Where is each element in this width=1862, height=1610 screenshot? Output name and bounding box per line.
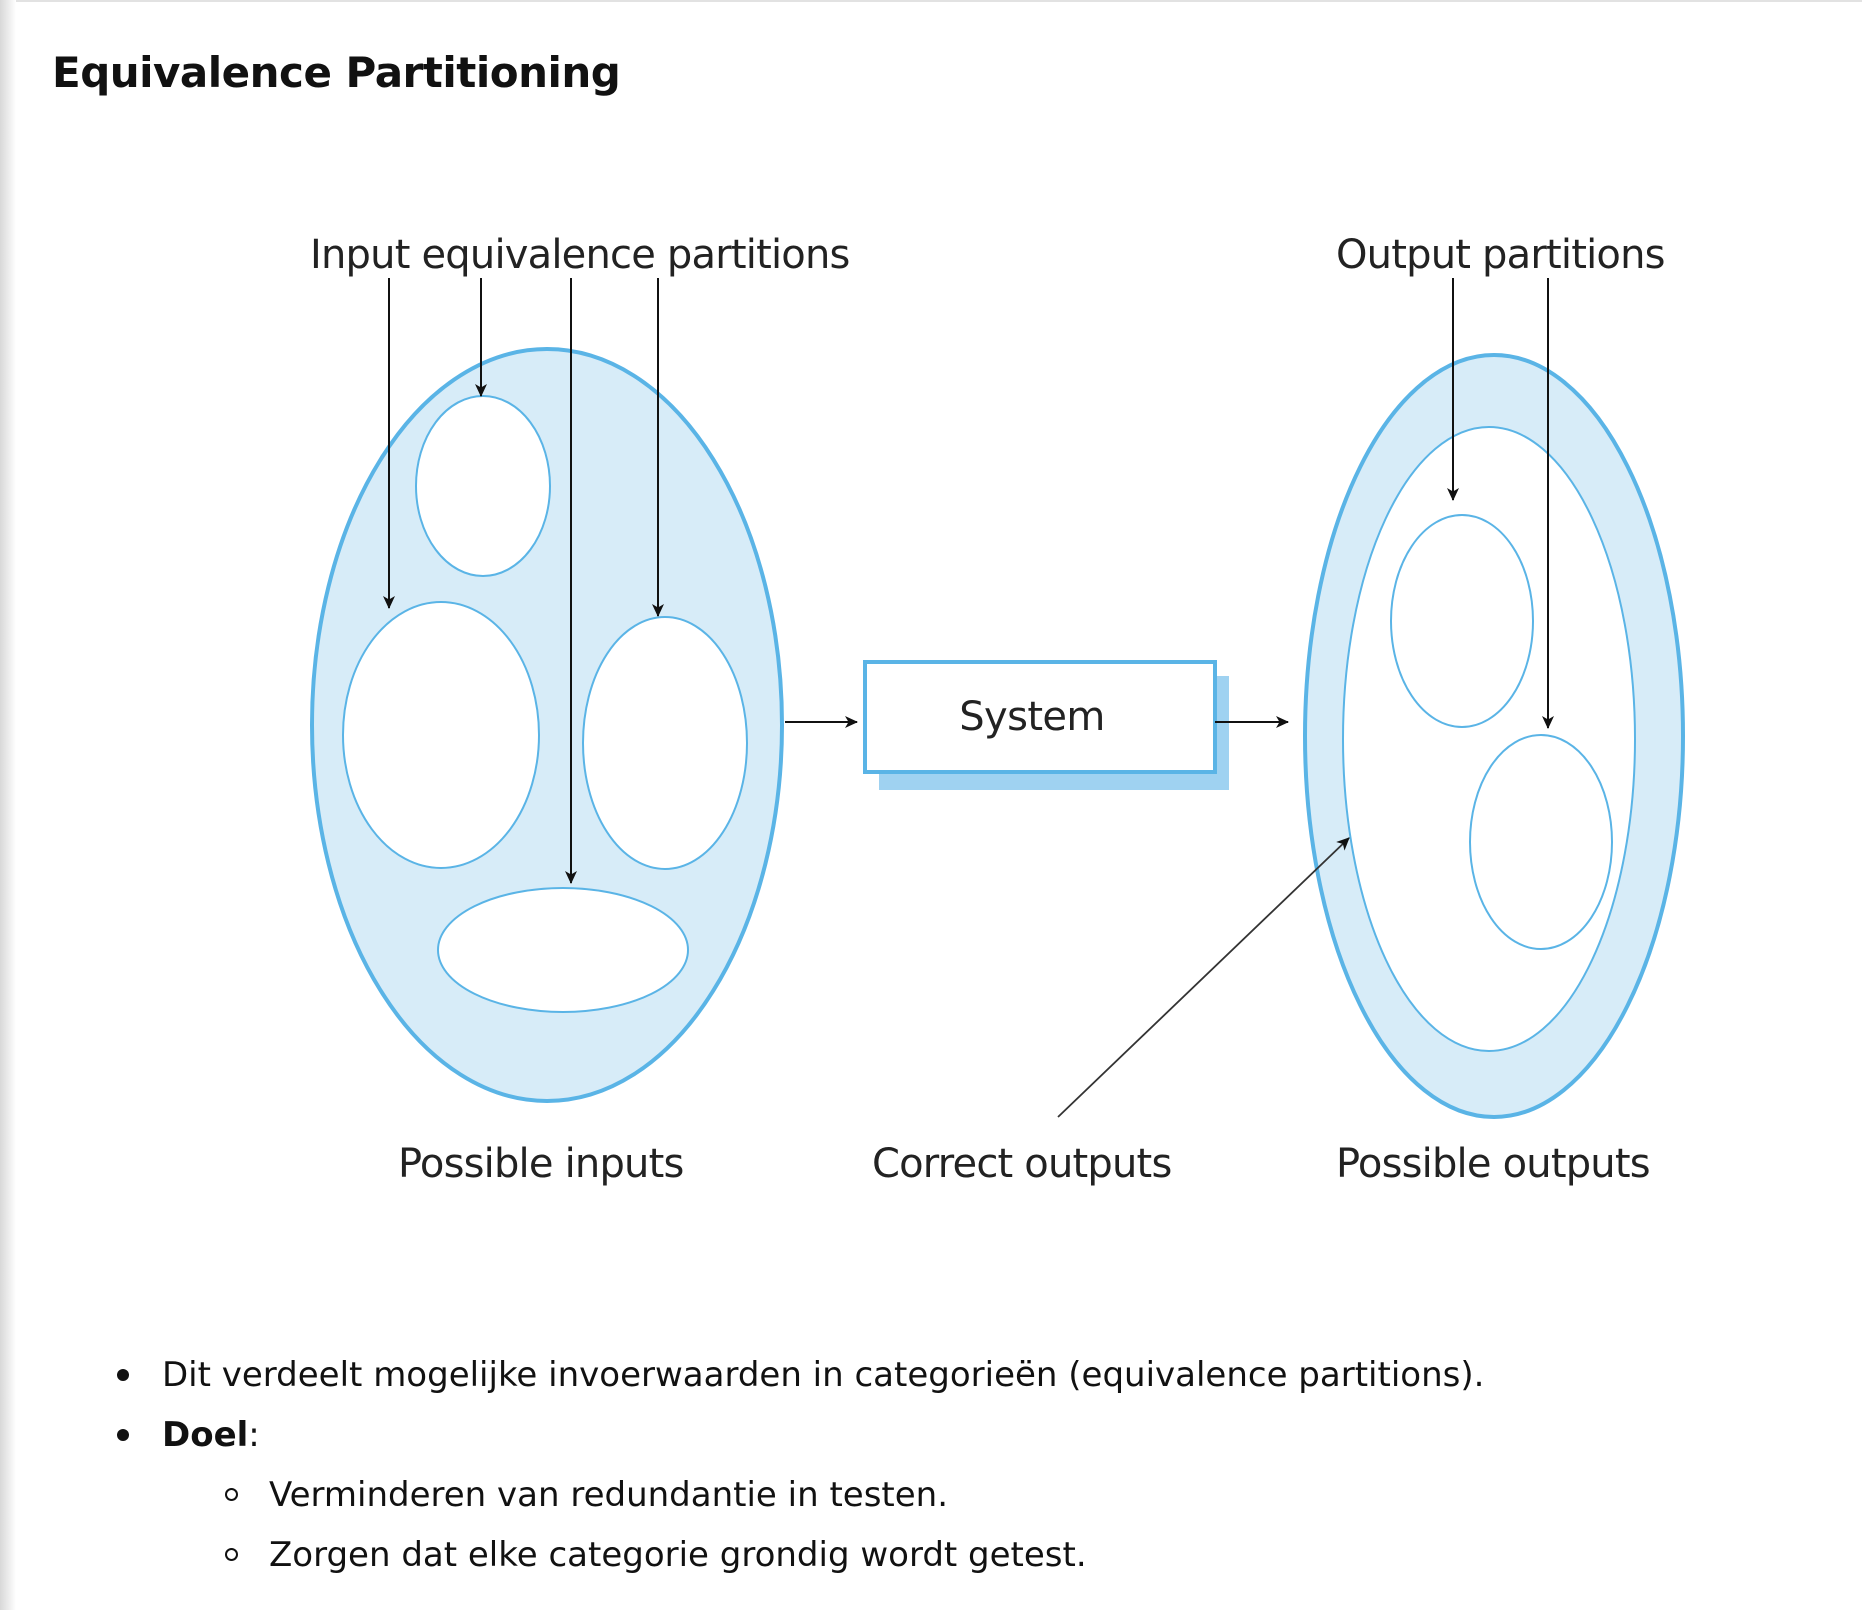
system-box-group: System: [863, 660, 1229, 790]
possible-inputs-group: [310, 347, 784, 1103]
input-partition-top: [415, 395, 551, 577]
correct-outputs-ellipse: [1342, 426, 1636, 1052]
system-box: [863, 660, 1217, 774]
output-partition-top: [1390, 514, 1534, 728]
hollow-bullet-icon: [225, 1488, 238, 1501]
output-partition-bottom: [1469, 734, 1613, 950]
sub-bullet-text: Zorgen dat elke categorie grondig wordt …: [269, 1535, 1087, 1575]
possible-outputs-group: [1303, 353, 1685, 1119]
input-partition-arrows: [383, 278, 664, 884]
page-title: Equivalence Partitioning: [52, 48, 621, 97]
bullet-text: Dit verdeelt mogelijke invoerwaarden in …: [162, 1355, 1485, 1395]
sub-bullet-item-thorough-testing: Zorgen dat elke categorie grondig wordt …: [112, 1525, 1812, 1585]
bullet-list: Dit verdeelt mogelijke invoerwaarden in …: [112, 1345, 1812, 1585]
output-partition-arrows: [1447, 278, 1554, 729]
possible-outputs-label: Possible outputs: [1336, 1141, 1650, 1187]
input-partitions-label: Input equivalence partitions: [310, 232, 850, 278]
sub-bullet-text: Verminderen van redundantie in testen.: [269, 1475, 949, 1515]
correct-outputs-label: Correct outputs: [872, 1141, 1172, 1187]
bullet-dot-icon: [117, 1429, 129, 1441]
correct-outputs-pointer-arrow: [1057, 837, 1350, 1118]
output-partitions-label: Output partitions: [1336, 232, 1665, 278]
sub-bullet-item-redundancy: Verminderen van redundantie in testen.: [112, 1465, 1812, 1525]
bullet-item-goal: Doel:: [112, 1405, 1812, 1465]
goal-heading: Doel: [162, 1415, 249, 1455]
bullet-dot-icon: [117, 1369, 129, 1381]
possible-inputs-label: Possible inputs: [398, 1141, 684, 1187]
input-partition-right: [582, 616, 748, 870]
goal-colon: :: [248, 1415, 260, 1455]
system-label: System: [959, 694, 1105, 740]
hollow-bullet-icon: [225, 1548, 238, 1561]
left-edge-shadow: [0, 0, 16, 1610]
input-partition-bottom: [437, 887, 689, 1013]
input-partition-left: [342, 601, 540, 869]
top-border: [0, 0, 1862, 2]
bullet-item-definition: Dit verdeelt mogelijke invoerwaarden in …: [112, 1345, 1812, 1405]
